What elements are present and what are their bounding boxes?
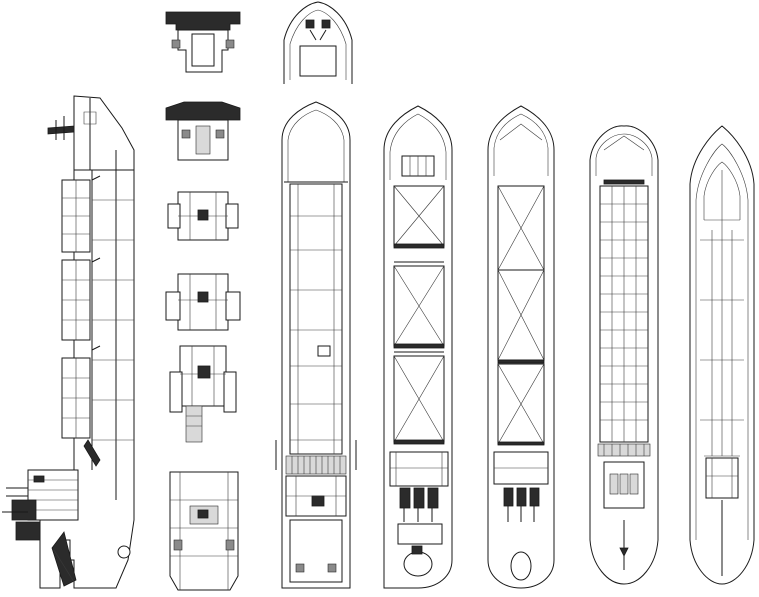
deck-level-5 [169,345,237,443]
ship-deck-plan [275,101,357,589]
deck-level-bridge [165,11,241,73]
stern-deckhouse [2,469,79,541]
deckhouse-level-plans [165,11,241,591]
cargo-hold-stack [61,179,91,439]
ship-deck-plan [383,105,453,589]
deck-level-3 [167,191,239,241]
ship-side-profile [2,95,135,589]
deck-level-2 [165,101,241,161]
ship-deck-plan [487,105,555,589]
deck-level-main-aft [169,471,239,591]
deck-level-4 [165,273,241,331]
forecastle-plan [283,1,353,84]
ship-deck-plan [589,125,659,585]
ship-deck-plan [689,125,755,585]
